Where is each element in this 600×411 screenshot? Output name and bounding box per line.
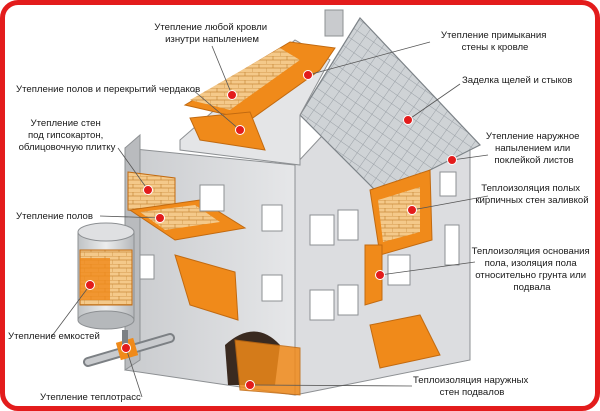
label-tanks: Утепление емкостей bbox=[8, 331, 100, 342]
marker bbox=[407, 205, 417, 215]
label-pipelines: Утепление теплотрасс bbox=[40, 392, 141, 403]
window bbox=[309, 289, 335, 321]
outer-wall-bricks bbox=[378, 187, 420, 242]
label-gaps-joints: Заделка щелей и стыков bbox=[462, 75, 572, 86]
marker bbox=[143, 185, 153, 195]
leader-lines bbox=[51, 41, 489, 398]
window bbox=[439, 171, 457, 197]
window bbox=[261, 204, 283, 232]
window bbox=[199, 184, 225, 212]
tank bbox=[77, 222, 135, 330]
marker bbox=[403, 115, 413, 125]
roof-bricks bbox=[190, 48, 300, 110]
basement-wall-insulation bbox=[234, 339, 301, 396]
marker bbox=[227, 90, 237, 100]
label-outer-spray: Утепление наружное напылением или поклей… bbox=[486, 131, 582, 166]
marker bbox=[155, 213, 165, 223]
marker bbox=[375, 270, 385, 280]
lower-wall-insulation bbox=[174, 254, 239, 321]
chimney bbox=[324, 9, 344, 37]
marker bbox=[303, 70, 313, 80]
marker bbox=[235, 125, 245, 135]
insulation-cutaways bbox=[127, 41, 441, 396]
window bbox=[309, 214, 335, 246]
hollow-brick-insulation bbox=[364, 244, 383, 306]
label-floors: Утепление полов bbox=[16, 211, 93, 222]
marker bbox=[447, 155, 457, 165]
roof bbox=[299, 17, 481, 196]
markers bbox=[85, 70, 457, 390]
basement-insulation bbox=[369, 314, 441, 369]
window bbox=[261, 274, 283, 302]
window bbox=[337, 284, 359, 316]
labels: Утепление любой кровли изнутри напыление… bbox=[8, 22, 593, 403]
label-basement-walls: Теплоизоляция наружных стен подвалов bbox=[413, 375, 531, 398]
window bbox=[139, 254, 155, 280]
label-hollow-brick: Теплоизоляция полых кирпичных стен залив… bbox=[475, 183, 588, 206]
label-walls-gypsum: Утепление стен под гипсокартон, облицово… bbox=[19, 118, 116, 153]
house-insulation-diagram: Утепление любой кровли изнутри напыление… bbox=[8, 9, 593, 403]
marker bbox=[85, 280, 95, 290]
label-roof-inside: Утепление любой кровли изнутри напыление… bbox=[154, 22, 270, 45]
window bbox=[337, 209, 359, 241]
window bbox=[387, 254, 411, 286]
attic-floor-insulation bbox=[189, 111, 266, 151]
windows bbox=[139, 171, 460, 321]
label-roof-junction: Утепление примыкания стены к кровле bbox=[441, 30, 549, 53]
label-attic-floors: Утепление полов и перекрытий чердаков bbox=[16, 84, 200, 95]
marker bbox=[121, 343, 131, 353]
marker bbox=[245, 380, 255, 390]
window bbox=[444, 224, 460, 266]
label-foundation: Теплоизоляция основания пола, изоляция п… bbox=[472, 246, 593, 293]
